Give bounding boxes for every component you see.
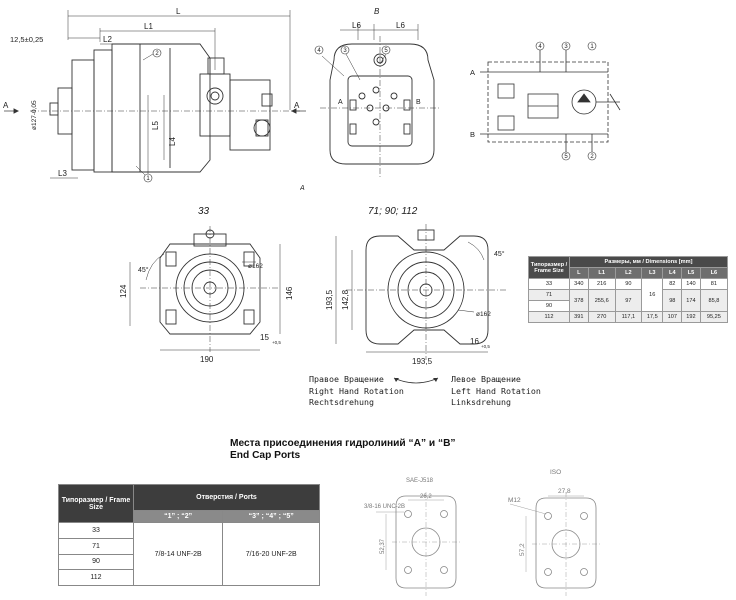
schematic-callout-3: 3: [564, 44, 568, 50]
ports-table-corner: Типоразмер / Frame Size: [58, 484, 134, 523]
rotation-left: Левое Вращение Left Hand Rotation Linksd…: [451, 374, 541, 409]
dim-L4: L4: [168, 137, 177, 146]
port-b-label: В: [416, 99, 421, 106]
small-angle: 45°: [138, 266, 149, 274]
ports-thread-1: 7/8-14 UNF-2B: [132, 522, 224, 586]
table-row: 71 378 255,6 97 98 174 85,8: [528, 289, 729, 312]
rotation-left-en: Left Hand Rotation: [451, 385, 541, 396]
dim-L6-left: L6: [352, 21, 361, 30]
callout-1-side: 1: [146, 176, 150, 182]
dim-L3: L3: [58, 169, 67, 178]
rotation-right-de: Rechtsdrehung: [309, 397, 374, 407]
dim-col-L: L: [569, 267, 589, 279]
dim-col-L2: L2: [614, 267, 643, 279]
schematic-callout-5: 5: [564, 154, 568, 160]
dim-flange-offset: 12,5±0,25: [10, 35, 43, 44]
small-h2: 146: [285, 286, 294, 300]
ports-col-1-2: “1” ; “2”: [132, 510, 224, 523]
table-row: 112 391 270 117,1 17,5 107 192 95,25: [528, 311, 729, 323]
rotation-left-ru: Левое Вращение: [451, 374, 521, 384]
dim-col-L4: L4: [662, 267, 683, 279]
iso-title: ISO: [550, 469, 561, 476]
callout-5-end: 5: [384, 48, 388, 54]
dim-col-L1: L1: [587, 267, 616, 279]
callout-4-end: 4: [317, 48, 321, 54]
dim-table-group-header: Размеры, мм / Dimensions [mm]: [569, 256, 728, 268]
iso-height: 57,2: [519, 543, 526, 556]
iso-width: 27,8: [558, 488, 571, 495]
end-cap-title-en: End Cap Ports: [230, 450, 301, 461]
dimensions-table: Типоразмер / Frame Size Размеры, мм / Di…: [528, 256, 729, 323]
large-bolt-tol: +0,5: [481, 344, 490, 349]
ports-col-3-4-5: “3” ; “4” ; “5”: [222, 510, 320, 523]
dim-L: L: [176, 7, 181, 16]
section-a-label: А: [300, 185, 305, 190]
small-h1: 124: [119, 284, 128, 298]
end-cap-title-ru: Места присоединения гидролиний “A” и “B”: [230, 438, 456, 449]
dim-col-L5: L5: [681, 267, 701, 279]
dim-table-corner: Типоразмер / Frame Size: [528, 256, 570, 279]
hydraulic-schematic: 4 3 1 5 2 А В: [470, 41, 621, 161]
schematic-callout-4: 4: [538, 44, 542, 50]
large-h2: 142,8: [341, 289, 350, 310]
dim-L1: L1: [144, 22, 153, 31]
schematic-callout-2: 2: [590, 154, 594, 160]
side-view-drawing: L L1 L2 12,5±0,25 ø127-0,05 L3 L4 L5 А А…: [3, 7, 306, 183]
iso-thread: M12: [508, 497, 521, 504]
large-h1: 193,5: [325, 289, 334, 310]
sae-height: 52,37: [380, 538, 386, 554]
ports-table-group-header: Отверстия / Ports: [133, 484, 320, 511]
dim-L2: L2: [103, 35, 112, 44]
frame-large-title: 71; 90; 112: [368, 206, 418, 217]
dim-L5: L5: [151, 121, 160, 130]
table-row: 33 7/8-14 UNF-2B 7/16-20 UNF-2B: [58, 522, 320, 586]
dim-L6-right: L6: [396, 21, 405, 30]
rotation-right-en: Right Hand Rotation: [309, 385, 404, 396]
rotation-right-ru: Правое Вращение: [309, 374, 384, 384]
table-row: 112: [58, 569, 320, 586]
end-cap-heading: Места присоединения гидролиний “A” и “B”…: [230, 438, 456, 462]
sae-title: SAE-J518: [406, 478, 434, 484]
small-width: 190: [200, 355, 214, 364]
dim-col-L6: L6: [699, 267, 729, 279]
schematic-port-a: А: [470, 68, 475, 77]
ports-thread-2: 7/16-20 UNF-2B: [222, 522, 320, 586]
port-a-label: А: [338, 99, 343, 106]
rotation-left-de: Linksdrehung: [451, 397, 511, 407]
dim-col-L3: L3: [641, 267, 664, 279]
sae-thread: 3/8-16 UNC-2B: [364, 504, 405, 510]
callout-3-end: 3: [343, 48, 347, 54]
view-b-title: В: [374, 7, 380, 16]
dim-shaft-diameter: ø127-0,05: [31, 100, 38, 130]
callout-2-side: 2: [155, 51, 159, 57]
small-bore: ø162: [248, 263, 263, 270]
sae-width: 26,2: [420, 494, 432, 500]
arrow-a-right: А: [294, 101, 300, 110]
schematic-callout-1: 1: [590, 44, 594, 50]
large-bolt: 16: [470, 337, 479, 346]
arrow-a-left: А: [3, 101, 9, 110]
table-row: 33 340 216 90 16 82 140 81: [528, 278, 729, 312]
large-angle: 45°: [494, 250, 505, 258]
schematic-port-b: В: [470, 130, 475, 139]
frame-small-title: 33: [198, 206, 210, 217]
rotation-right: Правое Вращение Right Hand Rotation Rech…: [309, 374, 404, 409]
iso-port-drawing: ISO M12 27,8 57,2: [508, 469, 600, 596]
frame-33-drawing: 45° ø162 124 146 190 15 +0,5: [119, 226, 294, 364]
small-bolt: 15: [260, 333, 269, 342]
ports-table: Типоразмер / Frame Size Отверстия / Port…: [58, 484, 320, 586]
large-width: 193,5: [412, 357, 433, 366]
large-bore: ø162: [476, 311, 491, 318]
rotation-arrow: [393, 377, 439, 384]
end-view-b-drawing: 4 3 5 В L6 L6 А В А: [300, 7, 440, 190]
sae-port-drawing: SAE-J518 3/8-16 UNC-2B 26,2 52,37: [364, 478, 460, 596]
small-bolt-tol: +0,5: [272, 340, 281, 345]
frame-71-112-drawing: 45° ø162 193,5 142,8 193,5 16 +0,5: [325, 224, 508, 366]
